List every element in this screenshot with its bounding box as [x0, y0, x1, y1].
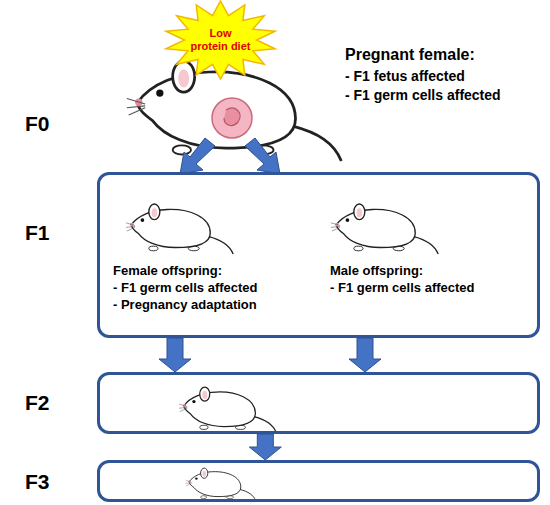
- generation-label: F3: [25, 470, 50, 494]
- generation-box: F3: [97, 460, 540, 502]
- node-text: Male offspring:: [330, 263, 423, 279]
- note-text: - F1 fetus affected: [345, 68, 465, 84]
- f3-rat: [186, 468, 256, 501]
- node-text: Low protein diet: [190, 27, 251, 53]
- fetus-womb: [212, 98, 252, 138]
- generation-label: F0: [25, 112, 50, 136]
- block-arrow: [159, 338, 191, 372]
- block-arrow: [249, 434, 281, 460]
- down-arrow: [245, 138, 280, 174]
- f2-rat: [179, 387, 276, 432]
- generation-box: F2: [97, 372, 540, 434]
- starburst-outline: [166, 1, 275, 79]
- node-text: - F1 germ cells affected: [330, 280, 475, 296]
- starburst: Low protein diet: [163, 0, 278, 80]
- male-rat: [331, 204, 438, 254]
- node-text: - Pregnancy adaptation: [113, 297, 257, 313]
- generation-box: F1Female offspring:- F1 germ cells affec…: [97, 172, 540, 338]
- generation-label: F1: [25, 221, 50, 245]
- node-text: - F1 germ cells affected: [113, 280, 258, 296]
- node-text: Female offspring:: [113, 263, 222, 279]
- note-text: - F1 germ cells affected: [345, 87, 501, 103]
- down-arrow: [180, 138, 215, 174]
- note-text: Pregnant female:: [345, 46, 475, 64]
- fetus: [224, 108, 240, 125]
- generation-label: F2: [25, 391, 50, 415]
- block-arrow: [349, 338, 381, 372]
- female-rat: [126, 204, 233, 254]
- pregnant-rat: [127, 61, 341, 161]
